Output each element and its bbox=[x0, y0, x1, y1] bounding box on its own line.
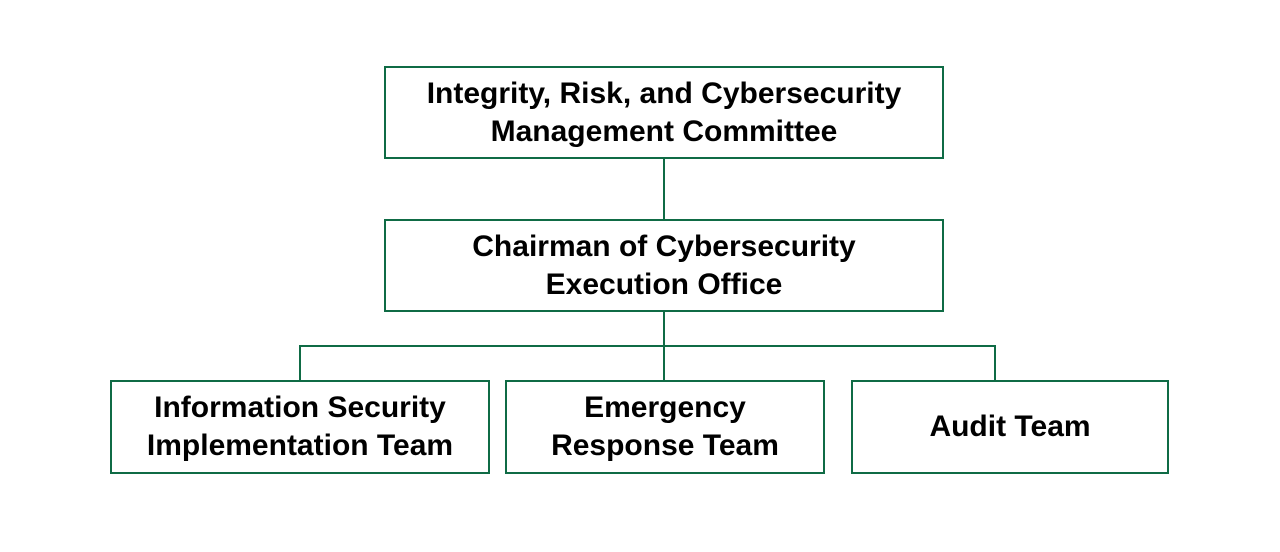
committee-node: Integrity, Risk, and Cybersecurity Manag… bbox=[384, 66, 944, 159]
infosec-team-label: Information Security Implementation Team bbox=[146, 391, 454, 462]
emergency-team-label: Emergency Response Team bbox=[551, 391, 779, 462]
committee-label: Integrity, Risk, and Cybersecurity Manag… bbox=[426, 76, 902, 148]
emergency-team-node: Emergency Response Team bbox=[505, 380, 825, 474]
infosec-team-node: Information Security Implementation Team bbox=[110, 380, 490, 474]
chairman-label: Chairman of Cybersecurity Execution Offi… bbox=[472, 229, 856, 301]
audit-team-label: Audit Team bbox=[929, 410, 1091, 443]
audit-team-node: Audit Team bbox=[851, 380, 1169, 474]
chairman-node: Chairman of Cybersecurity Execution Offi… bbox=[384, 219, 944, 312]
